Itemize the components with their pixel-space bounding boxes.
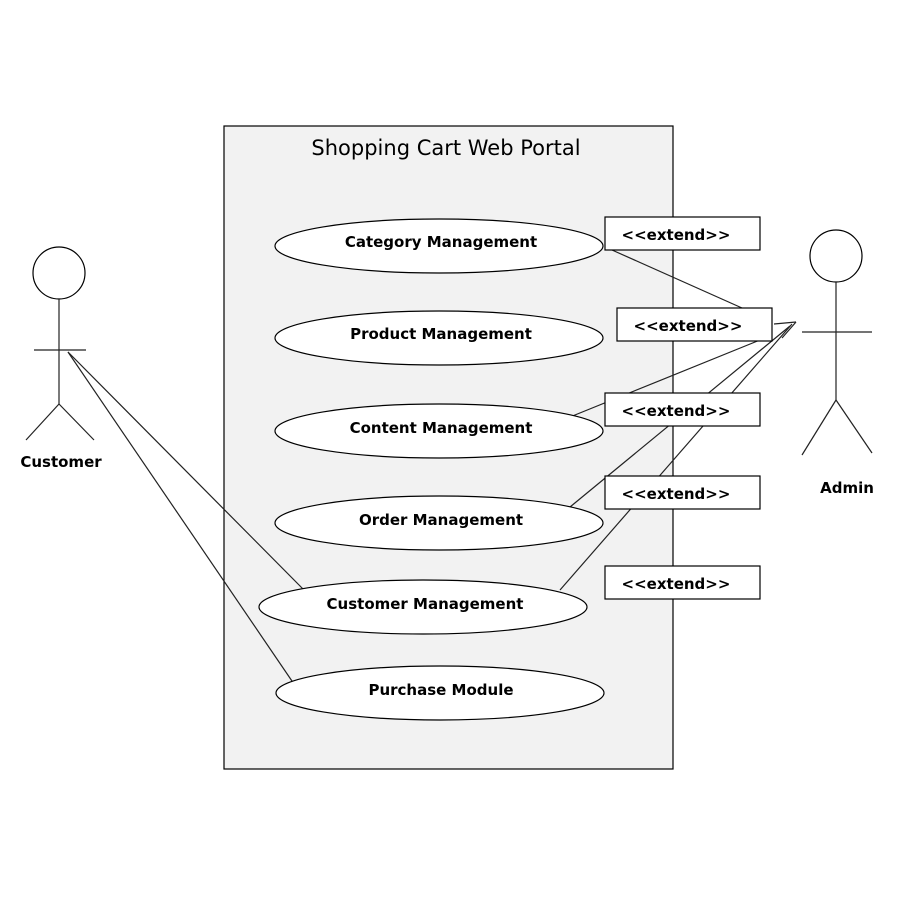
use-case-content-management[interactable]: Content Management <box>274 403 604 459</box>
actor-label: Customer <box>20 453 102 471</box>
use-case-customer-management[interactable]: Customer Management <box>258 579 588 635</box>
svg-text:<<extend>>: <<extend>> <box>622 402 731 420</box>
use-case-label: Order Management <box>359 511 523 529</box>
admin-arrow-head-b <box>781 321 797 339</box>
actor-customer[interactable]: Customer <box>20 246 102 471</box>
system-title: Shopping Cart Web Portal <box>311 136 580 160</box>
customer-mgmt-to-admin <box>559 323 793 591</box>
actor-admin[interactable]: Admin <box>801 229 874 497</box>
extend-label-3: <<extend>> <box>604 392 761 427</box>
actor-leg-left <box>801 399 837 456</box>
actor-label: Admin <box>820 479 874 497</box>
actor-leg-right <box>835 399 873 454</box>
svg-text:<<extend>>: <<extend>> <box>622 575 731 593</box>
actor-head-icon <box>809 229 863 283</box>
admin-arrow-head-a <box>773 321 797 325</box>
svg-text:<<extend>>: <<extend>> <box>634 317 743 335</box>
use-case-purchase-module[interactable]: Purchase Module <box>275 665 605 721</box>
customer-to-customer-management <box>67 351 305 591</box>
actor-leg-left <box>25 403 60 441</box>
use-case-label: Category Management <box>345 233 537 251</box>
use-case-label: Product Management <box>350 325 532 343</box>
svg-text:<<extend>>: <<extend>> <box>622 485 731 503</box>
use-case-order-management[interactable]: Order Management <box>274 495 604 551</box>
use-case-label: Content Management <box>350 419 533 437</box>
extend-label-2: <<extend>> <box>616 307 773 342</box>
extend-label-1: <<extend>> <box>604 216 761 251</box>
category-to-admin <box>611 249 743 309</box>
use-case-category-management[interactable]: Category Management <box>274 218 604 274</box>
svg-text:<<extend>>: <<extend>> <box>622 226 731 244</box>
extend-label-5: <<extend>> <box>604 565 761 600</box>
content-to-admin <box>569 339 761 418</box>
use-case-label: Customer Management <box>327 595 524 613</box>
use-case-product-management[interactable]: Product Management <box>274 310 604 366</box>
actor-leg-right <box>58 403 95 441</box>
customer-to-purchase-module <box>67 351 295 685</box>
use-case-label: Purchase Module <box>368 681 513 699</box>
actor-head-icon <box>32 246 86 300</box>
extend-label-4: <<extend>> <box>604 475 761 510</box>
